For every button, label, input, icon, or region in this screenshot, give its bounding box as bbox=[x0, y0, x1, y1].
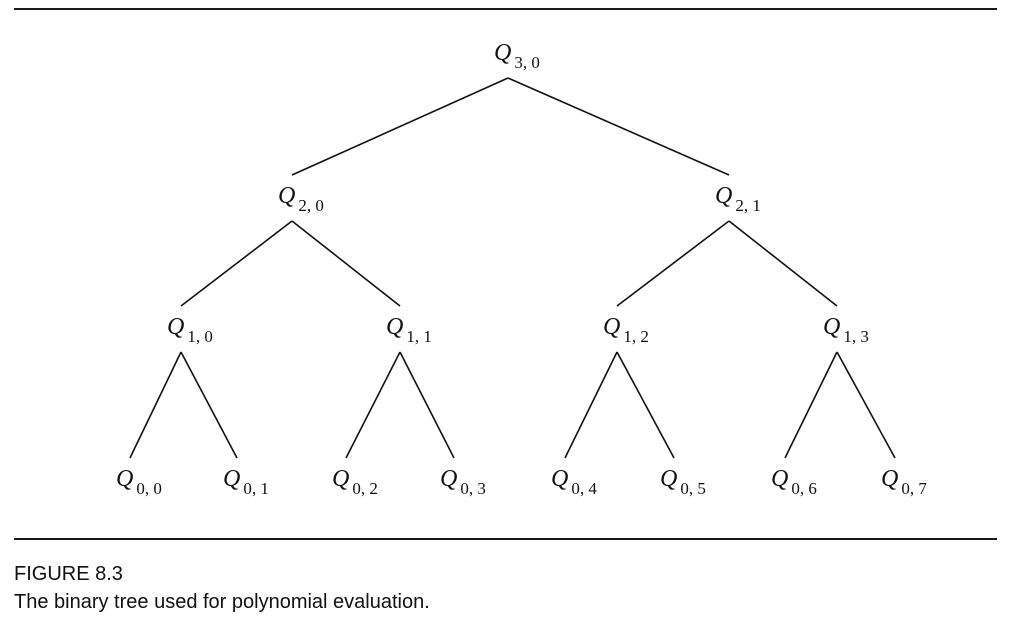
tree-edge-n30-n21 bbox=[507, 77, 730, 176]
node-symbol: Q bbox=[223, 466, 240, 492]
node-symbol: Q bbox=[881, 466, 898, 492]
tree-edge-n21-n12 bbox=[616, 220, 730, 307]
node-symbol: Q bbox=[278, 183, 295, 209]
node-subscript: 1, 0 bbox=[187, 327, 213, 346]
node-symbol: Q bbox=[167, 314, 184, 340]
tree-edge-n12-n04 bbox=[564, 351, 618, 459]
node-subscript: 1, 3 bbox=[843, 327, 869, 346]
figure-caption: The binary tree used for polynomial eval… bbox=[14, 591, 430, 613]
tree-edges bbox=[129, 77, 896, 459]
node-symbol: Q bbox=[332, 466, 349, 492]
node-symbol: Q bbox=[494, 40, 511, 66]
node-symbol: Q bbox=[715, 183, 732, 209]
node-symbol: Q bbox=[660, 466, 677, 492]
node-subscript: 1, 1 bbox=[406, 327, 432, 346]
node-symbol: Q bbox=[551, 466, 568, 492]
node-subscript: 0, 7 bbox=[901, 479, 927, 498]
node-subscript: 0, 0 bbox=[136, 479, 162, 498]
node-symbol: Q bbox=[771, 466, 788, 492]
node-symbol: Q bbox=[823, 314, 840, 340]
tree-edge-n21-n13 bbox=[728, 220, 838, 307]
node-symbol: Q bbox=[386, 314, 403, 340]
node-subscript: 2, 0 bbox=[298, 196, 324, 215]
top-rule bbox=[14, 8, 997, 10]
node-subscript: 0, 6 bbox=[791, 479, 817, 498]
figure-label: FIGURE 8.3 bbox=[14, 563, 123, 585]
tree-edge-n30-n20 bbox=[291, 77, 509, 176]
tree-edge-n11-n03 bbox=[399, 351, 455, 459]
node-subscript: 2, 1 bbox=[735, 196, 761, 215]
bottom-rule bbox=[14, 538, 997, 540]
node-subscript: 0, 3 bbox=[460, 479, 486, 498]
node-subscript: 0, 5 bbox=[680, 479, 706, 498]
tree-edge-n11-n02 bbox=[345, 351, 401, 459]
tree-edge-n10-n01 bbox=[180, 351, 238, 459]
node-symbol: Q bbox=[116, 466, 133, 492]
tree-edge-n20-n10 bbox=[180, 220, 293, 307]
tree-edge-n12-n05 bbox=[616, 351, 675, 459]
tree-edge-n13-n06 bbox=[784, 351, 838, 459]
tree-edge-n20-n11 bbox=[291, 220, 401, 307]
tree-edge-n13-n07 bbox=[836, 351, 896, 459]
tree-edge-n10-n00 bbox=[129, 351, 182, 459]
node-subscript: 0, 4 bbox=[571, 479, 597, 498]
node-symbol: Q bbox=[603, 314, 620, 340]
node-symbol: Q bbox=[440, 466, 457, 492]
node-subscript: 0, 1 bbox=[243, 479, 269, 498]
node-subscript: 3, 0 bbox=[514, 53, 540, 72]
node-subscript: 0, 2 bbox=[352, 479, 378, 498]
node-subscript: 1, 2 bbox=[623, 327, 649, 346]
